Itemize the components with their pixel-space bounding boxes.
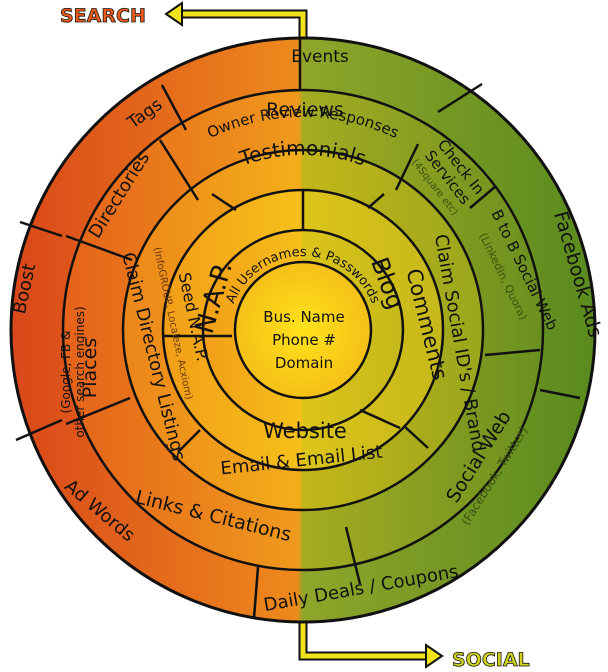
center-circle <box>233 260 373 400</box>
label-places-sub: (Google, FB & other search engines) <box>59 306 87 437</box>
svg-text:other search engines): other search engines) <box>73 306 87 437</box>
center-bus-name: Bus. Name <box>263 308 344 326</box>
title-search: SEARCH <box>60 5 146 27</box>
label-events: Events <box>291 47 349 67</box>
svg-text:(Google, FB &: (Google, FB & <box>59 331 73 414</box>
label-reviews: Reviews <box>266 99 344 121</box>
label-website: Website <box>263 419 347 443</box>
center-phone: Phone # <box>272 331 336 349</box>
label-places: Places <box>79 338 101 398</box>
center-domain: Domain <box>275 354 333 372</box>
title-social: SOCIAL <box>452 649 530 671</box>
sector-dividers <box>15 38 581 619</box>
